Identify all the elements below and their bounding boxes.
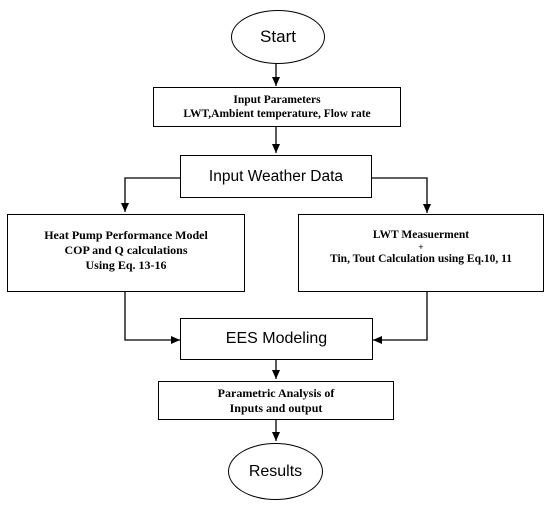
lwt-measurement-plus: + bbox=[418, 242, 424, 252]
lwt-measurement-box: LWT Measuerment + Tin, Tout Calculation … bbox=[298, 214, 544, 292]
parametric-analysis-box: Parametric Analysis of Inputs and output bbox=[158, 381, 394, 420]
ees-modeling-box: EES Modeling bbox=[180, 318, 373, 360]
heat-pump-model-line-2: COP and Q calculations bbox=[64, 243, 188, 257]
ees-modeling-label: EES Modeling bbox=[225, 330, 328, 347]
parametric-analysis-line-2: Inputs and output bbox=[229, 400, 323, 415]
results-label: Results bbox=[248, 462, 303, 480]
start-label: Start bbox=[260, 27, 296, 46]
start-node: Start bbox=[231, 10, 325, 64]
arrow-heat-pump-to-ees bbox=[124, 292, 180, 344]
input-weather-data-label: Input Weather Data bbox=[208, 167, 344, 185]
arrow-weather-to-heat-pump bbox=[121, 177, 180, 212]
input-parameters-detail: LWT,Ambient temperature, Flow rate bbox=[183, 108, 371, 120]
arrow-lwt-to-ees bbox=[373, 292, 428, 344]
input-parameters-box: Input Parameters LWT,Ambient temperature… bbox=[153, 87, 401, 127]
input-weather-data-box: Input Weather Data bbox=[180, 155, 372, 198]
input-parameters-title: Input Parameters bbox=[233, 94, 321, 106]
lwt-measurement-line-1: LWT Measuerment bbox=[372, 229, 470, 241]
parametric-analysis-line-1: Parametric Analysis of bbox=[217, 385, 335, 400]
heat-pump-model-line-3: Using Eq. 13-16 bbox=[85, 258, 167, 272]
arrow-weather-to-lwt bbox=[371, 177, 431, 213]
results-node: Results bbox=[228, 443, 323, 500]
heat-pump-model-line-1: Heat Pump Performance Model bbox=[44, 228, 208, 242]
heat-pump-model-box: Heat Pump Performance Model COP and Q ca… bbox=[7, 214, 245, 292]
lwt-measurement-line-3: Tin, Tout Calculation using Eq.10, 11 bbox=[330, 253, 512, 265]
